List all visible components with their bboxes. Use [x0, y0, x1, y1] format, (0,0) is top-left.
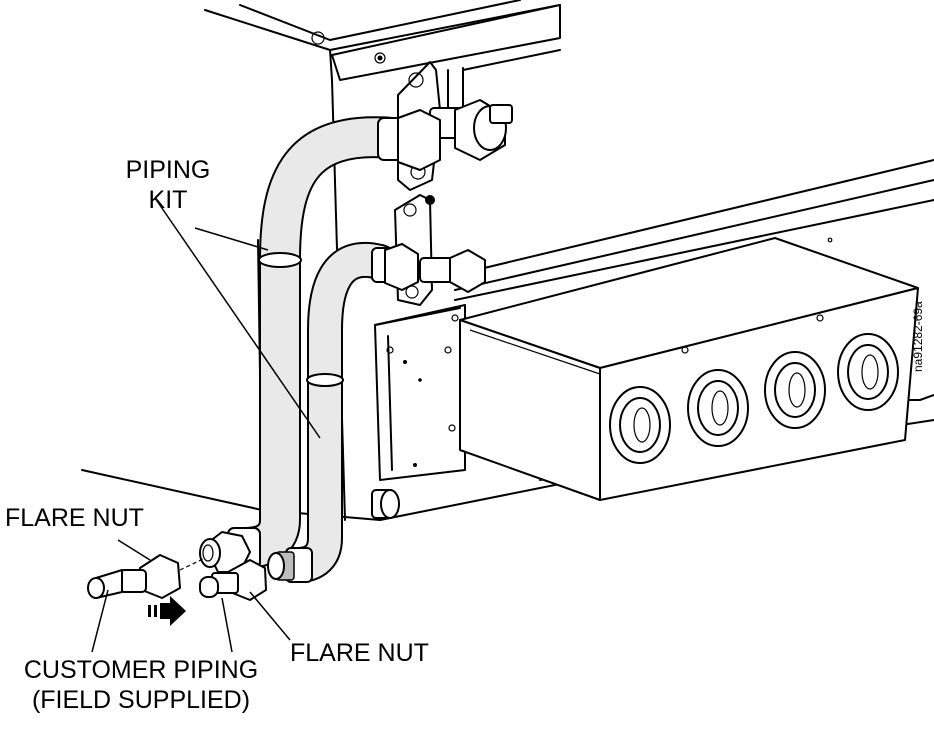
label-customer-piping-line1: CUSTOMER PIPING: [23, 656, 259, 684]
lower-service-valve: [394, 194, 486, 306]
flare-nut-left-part: [87, 554, 181, 599]
flare-nut-right-part: [199, 559, 267, 601]
knockout-2: [687, 369, 749, 447]
leader-customer-piping-2: [221, 597, 233, 653]
leader-customer-piping-1: [91, 589, 109, 653]
knockout-3: [764, 351, 826, 429]
document-id: na91282-69a: [911, 301, 925, 372]
piping-kit-pipe-1: [224, 109, 441, 569]
leader-piping-kit-1: [194, 227, 269, 251]
leader-piping-kit-2: [154, 197, 321, 439]
outlet-box: [459, 237, 919, 501]
label-flare-nut-right: FLARE NUT: [290, 639, 429, 667]
label-flare-nut-left: FLARE NUT: [5, 504, 144, 532]
cabinet-screw: [311, 31, 325, 45]
label-piping-kit-line1: PIPING: [125, 156, 211, 184]
leader-flare-nut-left: [117, 539, 151, 561]
leader-flare-nut-right: [249, 591, 291, 641]
label-customer-piping-line2: (FIELD SUPPLIED): [31, 686, 251, 714]
flare-fitting-small: [267, 547, 313, 583]
insertion-arrow: [148, 596, 186, 626]
alignment-dash-line: [179, 557, 206, 571]
knockout-4: [837, 333, 899, 411]
label-piping-kit-line2: KIT: [148, 186, 188, 214]
label-piping-kit: PIPING KIT: [108, 155, 228, 215]
label-customer-piping: CUSTOMER PIPING (FIELD SUPPLIED): [0, 655, 282, 715]
knockout-1: [609, 386, 671, 464]
